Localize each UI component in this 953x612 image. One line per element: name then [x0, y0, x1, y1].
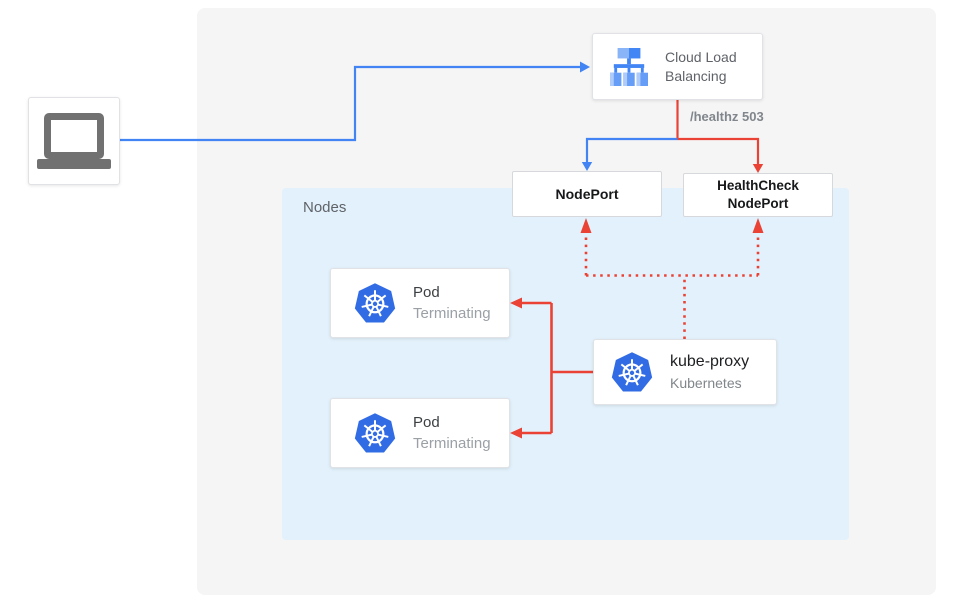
- kube-proxy-subtitle: Kubernetes: [670, 375, 742, 391]
- pod-title: Pod: [413, 284, 440, 301]
- kube-proxy-node: kube-proxy Kubernetes: [593, 339, 777, 405]
- pod-title: Pod: [413, 414, 440, 431]
- laptop-base: [37, 159, 111, 169]
- pod-terminating-node-1: Pod Terminating: [330, 268, 510, 338]
- nodes-group-label: Nodes: [303, 199, 347, 216]
- client-node: [28, 97, 120, 185]
- pod-terminating-node-2: Pod Terminating: [330, 398, 510, 468]
- nodeport-node: NodePort: [512, 171, 662, 217]
- kubernetes-icon: [611, 352, 653, 392]
- kubernetes-icon: [354, 413, 396, 453]
- kube-proxy-title: kube-proxy: [670, 353, 750, 370]
- healthz-status-label: /healthz 503: [690, 109, 764, 124]
- nodeport-label: NodePort: [555, 186, 619, 202]
- healthcheck-nodeport-label: HealthCheck NodePort: [717, 178, 799, 211]
- cloud-load-balancing-label: Cloud Load Balancing: [665, 48, 737, 84]
- healthcheck-nodeport-node: HealthCheck NodePort: [683, 173, 833, 217]
- pod-status: Terminating: [413, 435, 491, 452]
- laptop-icon: [37, 113, 111, 169]
- laptop-screen: [44, 113, 104, 159]
- kubernetes-icon: [354, 283, 396, 323]
- cloud-load-balancing-icon: [610, 47, 648, 86]
- cloud-load-balancing-node: Cloud Load Balancing: [592, 33, 763, 100]
- pod-status: Terminating: [413, 305, 491, 322]
